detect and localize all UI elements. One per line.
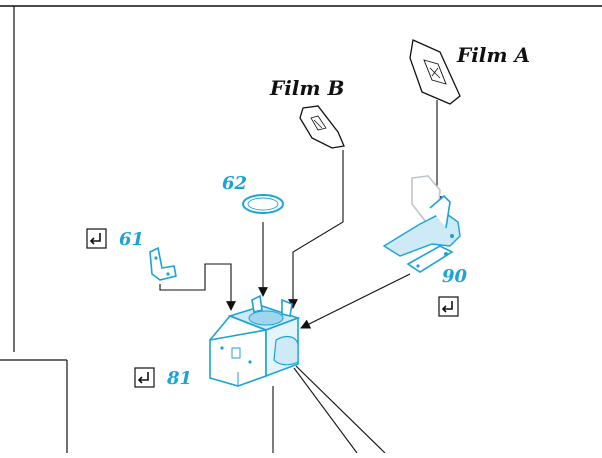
film-b-sheet [288,105,345,309]
glue-symbol-90 [438,296,459,317]
part-90-label: 90 [442,266,468,287]
part-62-label: 62 [222,173,247,194]
glue-symbol-81 [134,367,155,388]
film-a-label: Film A [456,43,530,67]
frame-lines [0,5,602,453]
film-b-label: Film B [269,76,344,100]
part-81-box [209,294,386,454]
glue-symbol-61 [86,228,107,249]
part-61-label: 61 [119,229,144,250]
part-62-lens [242,194,284,297]
part-90-arm [300,175,461,329]
part-81-label: 81 [166,368,192,389]
part-61-bracket [149,246,236,311]
